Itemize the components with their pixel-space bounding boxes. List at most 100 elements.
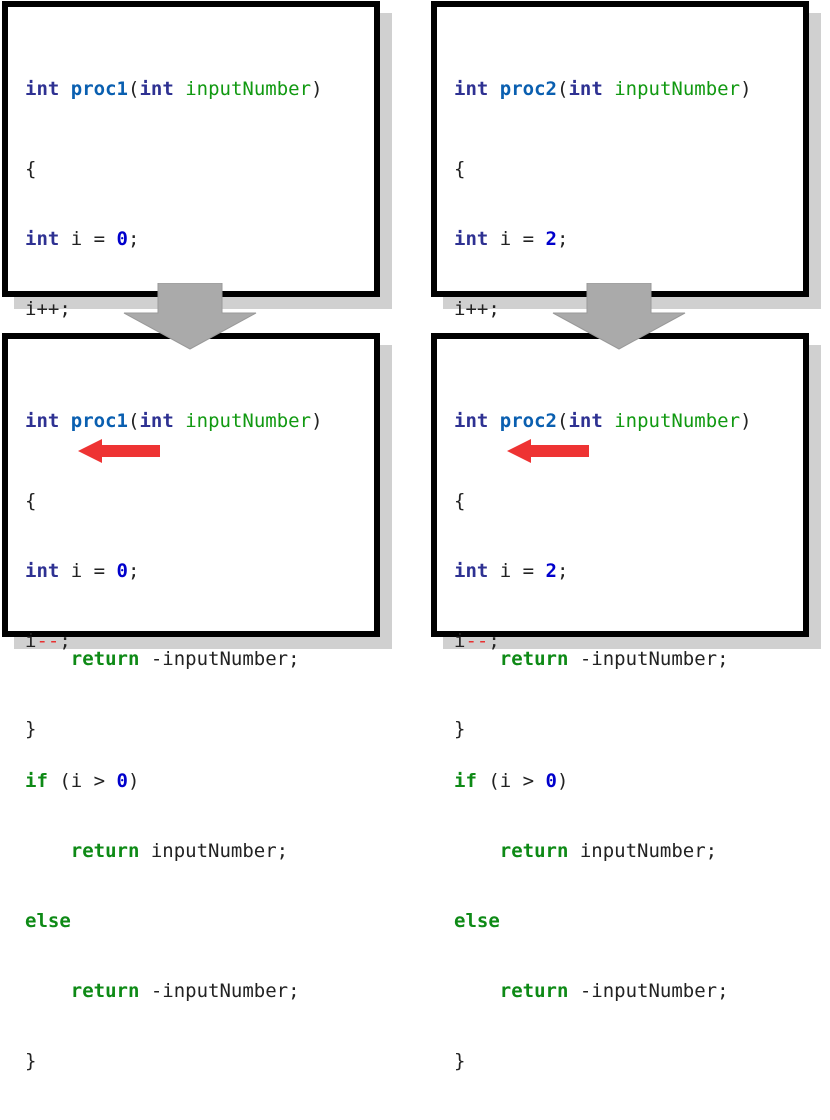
type-keyword: int (139, 77, 174, 100)
type-keyword: int (568, 77, 603, 100)
init-value: 2 (545, 228, 557, 251)
semicolon: ; (556, 560, 569, 583)
function-name: proc1 (70, 409, 128, 432)
code-block: int proc2(int inputNumber) { int i = 2; … (454, 363, 752, 1120)
semicolon: ; (556, 228, 569, 251)
indent (25, 840, 71, 862)
assign-text: i = (488, 228, 546, 251)
declaration-line: int i = 2; (454, 228, 752, 251)
return-expression: inputNumber; (568, 839, 718, 862)
return-positive-line: return inputNumber; (454, 840, 752, 863)
increment-line: i++; (25, 298, 323, 321)
decrement-line: i--; (25, 630, 323, 653)
return-keyword: return (499, 979, 569, 1002)
indent (454, 840, 500, 862)
increment-line: i++; (454, 298, 752, 321)
declaration-line: int i = 2; (454, 560, 752, 583)
declaration-line: int i = 0; (25, 560, 323, 583)
type-keyword: int (139, 409, 174, 432)
assign-text: i = (59, 560, 117, 583)
if-keyword: if (454, 770, 477, 793)
paren: ) (311, 409, 323, 432)
semicolon: ; (127, 228, 140, 251)
else-line: else (25, 910, 323, 933)
code-panel-proc2-mutant: int proc2(int inputNumber) { int i = 2; … (431, 333, 809, 1072)
brace-close-line: } (454, 1050, 752, 1073)
close-brace: } (454, 1049, 466, 1072)
paren: ( (127, 409, 140, 432)
function-signature: int proc1(int inputNumber) (25, 410, 323, 433)
condition-close: ) (556, 770, 569, 793)
condition-close: ) (127, 770, 140, 793)
condition-text: (i > (47, 770, 117, 793)
semicolon: ; (127, 560, 140, 583)
return-keyword: return (70, 979, 140, 1002)
brace-open-line: { (454, 490, 752, 513)
condition-text: (i > (476, 770, 546, 793)
if-line: if (i > 0) (454, 770, 752, 793)
return-positive-line: return inputNumber; (25, 840, 323, 863)
return-expression: inputNumber; (139, 839, 289, 862)
brace-open-line: { (25, 158, 323, 181)
open-brace: { (454, 158, 466, 181)
parameter-name: inputNumber (185, 409, 312, 432)
code-panel-proc1-mutant: int proc1(int inputNumber) { int i = 0; … (2, 333, 380, 1072)
open-brace: { (454, 490, 466, 513)
type-keyword: int (568, 409, 603, 432)
function-name: proc2 (499, 77, 557, 100)
type-keyword: int (454, 409, 489, 432)
code-panel-proc2-original: int proc2(int inputNumber) { int i = 2; … (431, 1, 809, 740)
type-keyword: int (25, 77, 60, 100)
brace-open-line: { (25, 490, 323, 513)
else-keyword: else (454, 909, 500, 932)
type-keyword: int (454, 560, 489, 583)
blank-line (25, 700, 323, 723)
semicolon: ; (488, 630, 500, 653)
return-expression: -inputNumber; (568, 979, 729, 1002)
decrement-line: i--; (454, 630, 752, 653)
else-line: else (454, 910, 752, 933)
increment-statement: i++; (454, 298, 500, 321)
init-value: 0 (116, 560, 128, 583)
parameter-name: inputNumber (614, 77, 741, 100)
type-keyword: int (454, 228, 489, 251)
increment-statement: i++; (25, 298, 71, 321)
close-brace: } (25, 1049, 37, 1072)
paren: ( (556, 409, 569, 432)
return-expression: -inputNumber; (139, 979, 300, 1002)
variable-i: i (454, 630, 466, 653)
open-brace: { (25, 490, 37, 513)
paren: ) (740, 77, 752, 100)
paren: ) (311, 77, 323, 100)
arrow-left-icon (507, 439, 589, 463)
assign-text: i = (59, 228, 117, 251)
arrow-down-icon (552, 283, 686, 350)
return-keyword: return (70, 839, 140, 862)
arrow-down-icon (123, 283, 257, 350)
return-negative-line: return -inputNumber; (454, 980, 752, 1003)
declaration-line: int i = 0; (25, 228, 323, 251)
type-keyword: int (25, 560, 60, 583)
paren: ( (556, 77, 569, 100)
indent (454, 980, 500, 1002)
init-value: 0 (116, 228, 128, 251)
code-block: int proc1(int inputNumber) { int i = 0; … (25, 363, 323, 1120)
brace-close-line: } (25, 1050, 323, 1073)
open-brace: { (25, 158, 37, 181)
return-negative-line: return -inputNumber; (25, 980, 323, 1003)
paren: ( (127, 77, 140, 100)
type-keyword: int (25, 228, 60, 251)
assign-text: i = (488, 560, 546, 583)
return-keyword: return (499, 839, 569, 862)
brace-open-line: { (454, 158, 752, 181)
init-value: 2 (545, 560, 557, 583)
decrement-operator: -- (36, 630, 60, 653)
type-keyword: int (454, 77, 489, 100)
type-keyword: int (25, 409, 60, 432)
paren: ) (740, 409, 752, 432)
function-signature: int proc1(int inputNumber) (25, 78, 323, 101)
parameter-name: inputNumber (185, 77, 312, 100)
parameter-name: inputNumber (614, 409, 741, 432)
function-signature: int proc2(int inputNumber) (454, 410, 752, 433)
code-panel-proc1-original: int proc1(int inputNumber) { int i = 0; … (2, 1, 380, 740)
